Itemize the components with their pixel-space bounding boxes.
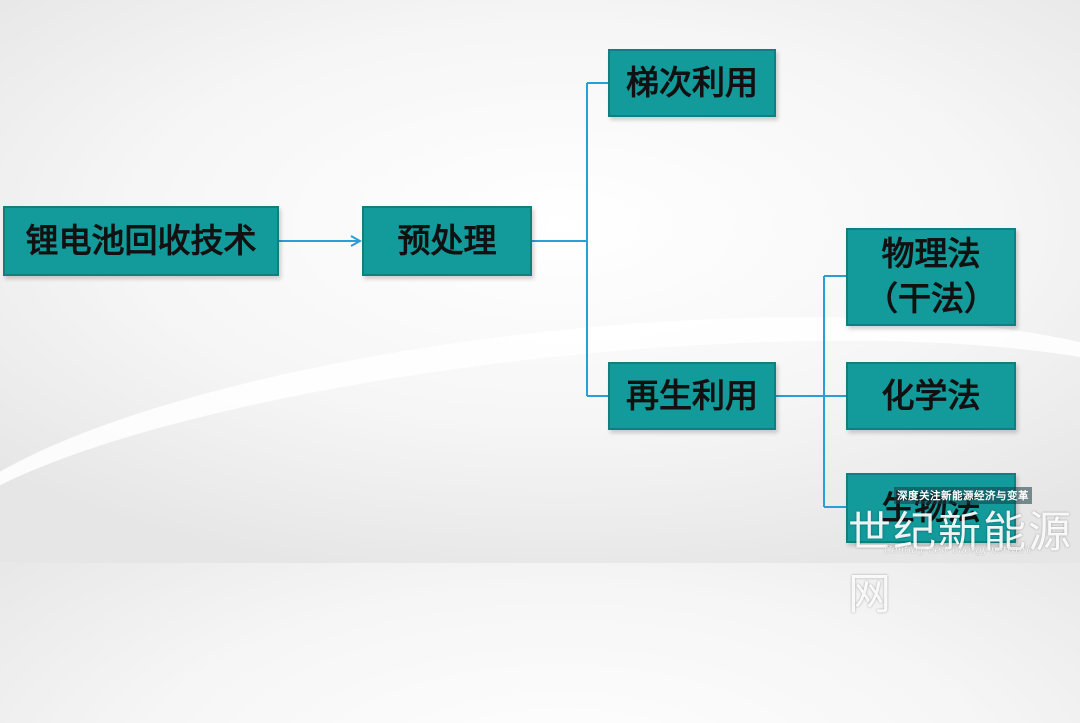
- node-label: 预处理: [397, 220, 497, 260]
- node-pretreatment: 预处理: [362, 206, 532, 276]
- node-label: 再生利用: [626, 375, 758, 415]
- node-lithium-battery-recycling: 锂电池回收技术: [3, 206, 279, 276]
- node-label: 物理法 （干法）: [865, 234, 997, 318]
- node-ladder-use: 梯次利用: [608, 49, 776, 117]
- node-label: 梯次利用: [626, 62, 758, 102]
- watermark-brand: 世纪新能源网: [848, 508, 1073, 620]
- node-label: 锂电池回收技术: [25, 220, 257, 260]
- watermark-tagline: 深度关注新能源经济与变革: [894, 487, 1032, 504]
- node-label: 化学法: [881, 375, 981, 415]
- node-regeneration: 再生利用: [608, 362, 776, 430]
- node-chemical-method: 化学法: [846, 362, 1016, 430]
- watermark-brand-english: Century new energy network: [884, 545, 1033, 556]
- node-physical-method: 物理法 （干法）: [846, 228, 1016, 326]
